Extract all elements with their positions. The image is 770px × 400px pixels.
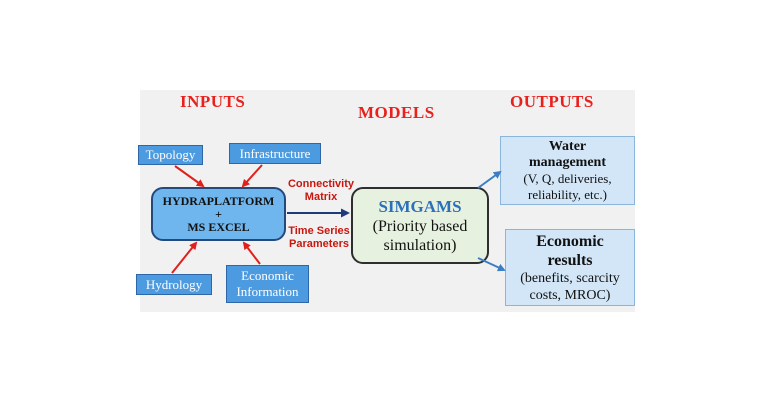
econ-desc1: (benefits, scarcity (520, 270, 620, 286)
input-infrastructure: Infrastructure (229, 143, 321, 164)
input-hydrology-label: Hydrology (145, 276, 203, 292)
hydraplatform-box: HYDRAPLATFORM + MS EXCEL (151, 187, 286, 241)
water-desc2: reliability, etc.) (528, 186, 607, 202)
econ-title2: results (547, 251, 593, 269)
hydraplatform-line1: HYDRAPLATFORM (162, 193, 275, 208)
model-line2: (Priority based (372, 217, 468, 235)
simgams-model-box: SIMGAMS (Priority based simulation) (351, 187, 489, 264)
model-title: SIMGAMS (378, 196, 462, 216)
input-topology: Topology (138, 145, 203, 165)
timeseries-line2: Parameters (289, 238, 349, 250)
water-title2: management (529, 154, 606, 170)
hydraplatform-plus: + (215, 206, 222, 221)
connectivity-line2: Matrix (304, 191, 338, 203)
input-hydrology: Hydrology (136, 274, 212, 295)
timeseries-line1: Time Series (288, 225, 350, 237)
hydraplatform-line3: MS EXCEL (187, 219, 250, 234)
output-economic-results: Economic results (benefits, scarcity cos… (505, 229, 635, 306)
heading-models: MODELS (358, 103, 435, 122)
time-series-label: Time Series Parameters (284, 225, 354, 251)
water-desc1: (V, Q, deliveries, (523, 170, 612, 186)
input-infrastructure-label: Infrastructure (239, 145, 311, 161)
input-economic-information: Economic Information (226, 265, 309, 303)
econ-title1: Economic (536, 232, 604, 250)
input-topology-label: Topology (145, 147, 196, 162)
input-economic-line2: Information (236, 284, 299, 299)
connectivity-matrix-label: Connectivity Matrix (286, 178, 356, 204)
heading-inputs: INPUTS (180, 92, 246, 111)
water-title1: Water (548, 138, 587, 154)
model-line3: simulation) (383, 236, 457, 254)
input-economic-line1: Economic (241, 268, 294, 283)
connectivity-line1: Connectivity (287, 178, 354, 190)
econ-desc2: costs, MROC) (529, 287, 611, 303)
output-water-management: Water management (V, Q, deliveries, reli… (500, 136, 635, 205)
heading-outputs: OUTPUTS (510, 92, 594, 111)
